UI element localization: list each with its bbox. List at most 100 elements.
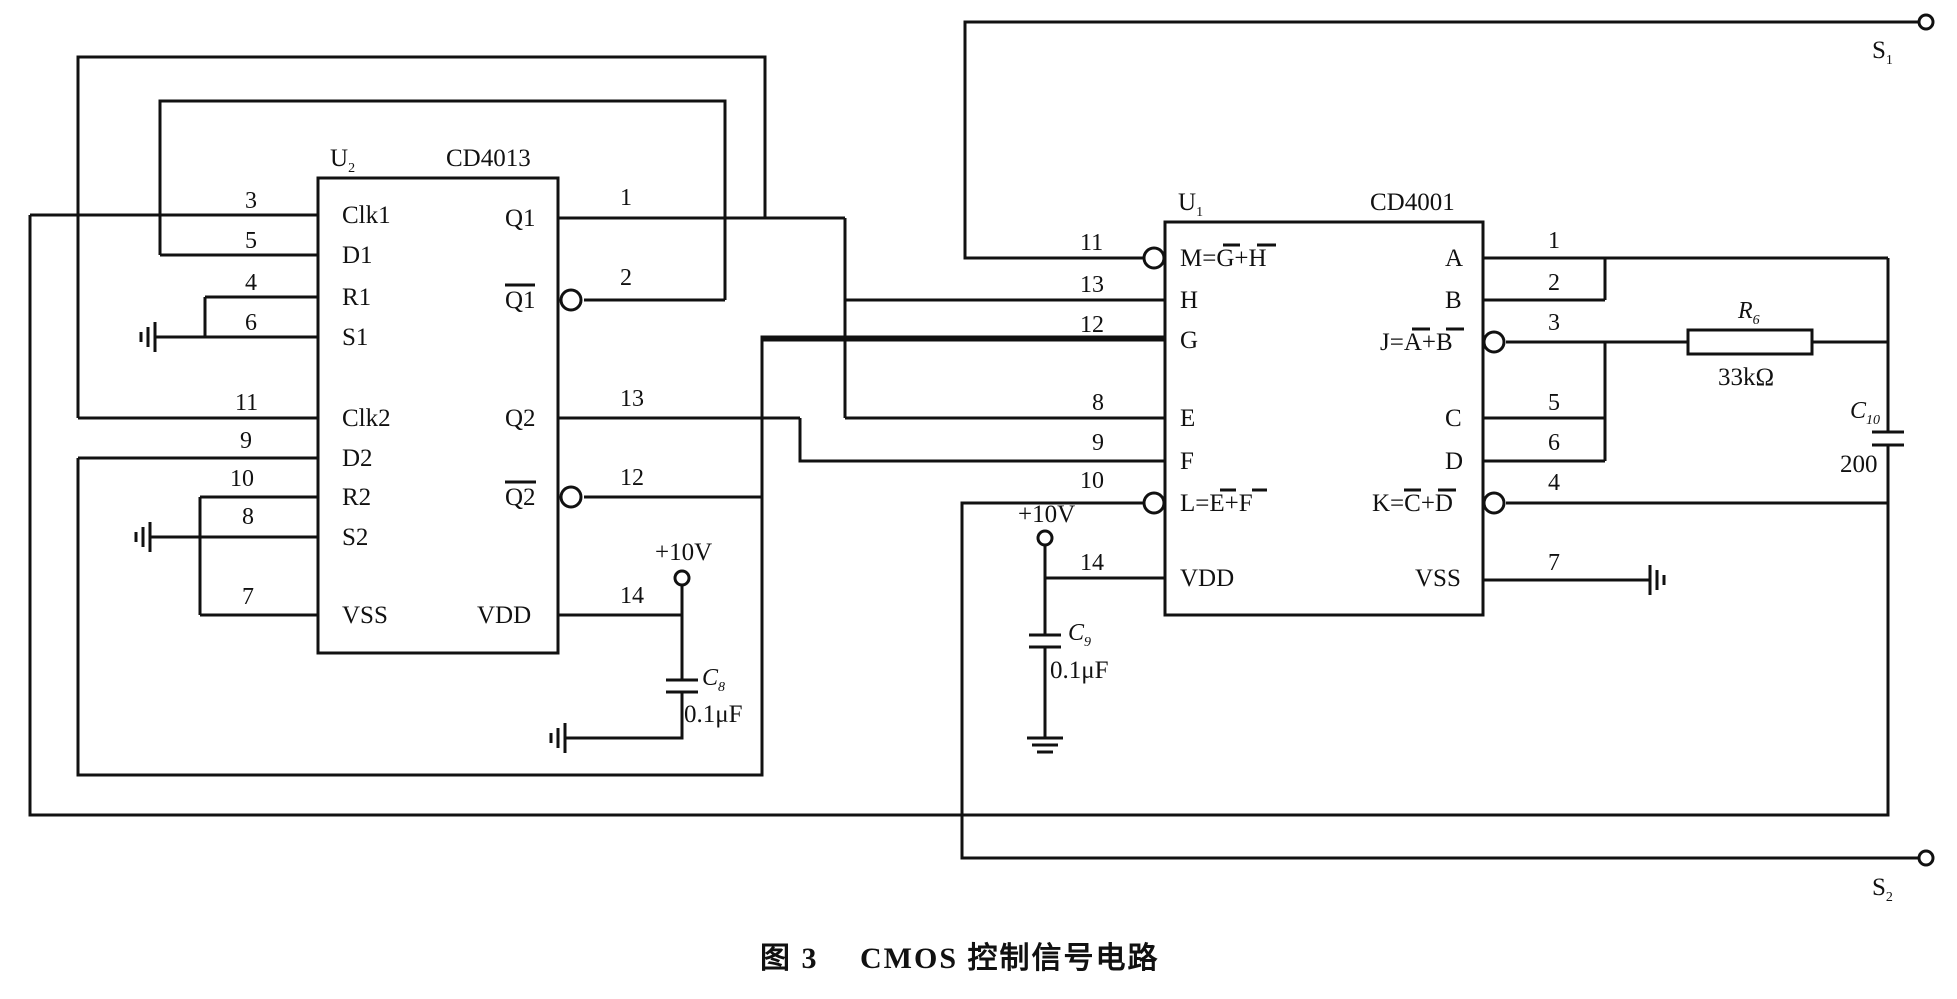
u1-m-bubble — [1142, 246, 1166, 270]
u1-pin-number: 4 — [1548, 470, 1560, 496]
c8-network — [565, 585, 698, 740]
u2-pin-number: 1 — [620, 185, 632, 211]
s2-label: S2 — [1872, 874, 1893, 905]
r6-resistor-body — [1686, 328, 1814, 356]
u1-pin-name: VDD — [1180, 565, 1234, 592]
ground-icon — [1648, 565, 1666, 595]
u1-pin-number: 3 — [1548, 310, 1560, 336]
u1-pin-number: 10 — [1080, 468, 1104, 494]
u2-pin-number: 4 — [245, 270, 257, 296]
u2-ref: U2 — [330, 145, 355, 176]
c8-value: 0.1μF — [684, 701, 743, 728]
ground-icon — [549, 723, 567, 753]
u2-pin-name: Clk2 — [342, 405, 391, 432]
u1-pin-name: D — [1445, 448, 1463, 475]
u2-pin-number: 13 — [620, 386, 644, 412]
u2-pin-number: 2 — [620, 265, 632, 291]
u1-right-pin-numbers: 1 2 3 5 6 4 7 — [1548, 228, 1560, 576]
u2-q1-bar-bubble — [559, 288, 583, 312]
u2-right-pin-names: Q1 Q1 Q2 Q2 VDD — [477, 205, 536, 629]
s1-terminal[interactable] — [1917, 13, 1935, 31]
u2-pin-name: D1 — [342, 242, 373, 269]
u2-right-pin-numbers: 1 2 13 12 14 — [620, 185, 644, 609]
u1-left-pin-names: M=G+H H G E F L=E+F VDD — [1180, 243, 1276, 592]
c10-ref: C10 — [1850, 398, 1880, 428]
u1-left-pin-numbers: 11 13 12 8 9 10 14 — [1080, 230, 1104, 576]
u2-pin-number: 3 — [245, 188, 257, 214]
u1-pin-number: 8 — [1092, 390, 1104, 416]
u1-pin-name-k: K=C+D — [1372, 490, 1453, 517]
u1-pin-name: F — [1180, 448, 1194, 475]
u2-pin-name: D2 — [342, 445, 373, 472]
u2-right-pin-leads — [558, 216, 845, 617]
u1-chip-body — [1163, 220, 1485, 617]
s1-label: S1 — [1872, 37, 1893, 68]
u1-pin-number: 13 — [1080, 272, 1104, 298]
u1-k-bubble — [1482, 491, 1506, 515]
c8-supply-terminal — [673, 569, 691, 587]
u1-ref: U1 — [1178, 189, 1203, 220]
u2-feedback-wiring — [28, 55, 1890, 817]
u2-pin-number: 10 — [230, 466, 254, 492]
u2-pin-number: 8 — [242, 504, 254, 530]
u2-pin-number: 7 — [242, 584, 254, 610]
c9-network — [1029, 545, 1061, 738]
u1-j-bubble — [1482, 330, 1506, 354]
u1-pin-number: 12 — [1080, 312, 1104, 338]
r6-value: 33kΩ — [1718, 364, 1774, 391]
u1-pin-name: VSS — [1415, 565, 1461, 592]
u1-pin-name: B — [1445, 287, 1462, 314]
c10-capacitor — [1872, 430, 1904, 447]
u1-pin-name: H — [1180, 287, 1198, 314]
u1-right-pin-leads — [1483, 256, 1890, 582]
u1-pin-number: 2 — [1548, 270, 1560, 296]
u2-pin-name: R2 — [342, 484, 371, 511]
u1-pin-number: 6 — [1548, 430, 1560, 456]
u2-left-pin-names: Clk1 D1 R1 S1 Clk2 D2 R2 S2 VSS — [342, 202, 391, 629]
u2-pin-name: Q1 — [505, 205, 536, 232]
s2-terminal[interactable] — [1917, 849, 1935, 867]
ground-icon — [134, 522, 152, 552]
u2-pin-number: 6 — [245, 310, 257, 336]
c9-ref: C9 — [1068, 620, 1091, 650]
u2-pin-name-q2-bar: Q2 — [505, 484, 536, 511]
u1-pin-number: 14 — [1080, 550, 1104, 576]
u1-part: CD4001 — [1370, 189, 1455, 216]
u2-pin-name: Q2 — [505, 405, 536, 432]
c9-supply-label: +10V — [1018, 501, 1075, 528]
u1-pin-name-m: M=G+H — [1180, 245, 1267, 272]
u1-right-pin-names: A B J=A+B C D K=C+D VSS — [1372, 245, 1464, 592]
r6-ref: R6 — [1737, 298, 1760, 328]
u1-pin-name-j: J=A+B — [1380, 329, 1453, 356]
u2-left-pin-leads — [30, 213, 318, 617]
u2-pin-name-q1-bar: Q1 — [505, 287, 536, 314]
c10-value: 200 — [1840, 451, 1878, 478]
u2-pin-name: S1 — [342, 324, 368, 351]
u2-pin-number: 9 — [240, 428, 252, 454]
u1-left-pin-leads — [762, 20, 1920, 860]
u1-l-bubble — [1142, 491, 1166, 515]
u2-pin-name: Clk1 — [342, 202, 391, 229]
u2-pin-number: 11 — [235, 390, 258, 416]
ground-icon — [1027, 736, 1063, 754]
u1-pin-name: E — [1180, 405, 1195, 432]
u1-pin-number: 5 — [1548, 390, 1560, 416]
u1-pin-name-l: L=E+F — [1180, 490, 1253, 517]
u1-pin-number: 9 — [1092, 430, 1104, 456]
u2-pin-number: 5 — [245, 228, 257, 254]
u2-pin-number: 12 — [620, 465, 644, 491]
c8-supply-label: +10V — [655, 539, 712, 566]
c9-supply-terminal — [1036, 529, 1054, 547]
u1-pin-name: C — [1445, 405, 1462, 432]
c9-value: 0.1μF — [1050, 657, 1109, 684]
u2-q2-bar-bubble — [559, 485, 583, 509]
ground-icon — [139, 322, 157, 352]
u1-pin-number: 7 — [1548, 550, 1560, 576]
c8-ref: C8 — [702, 665, 725, 695]
u2-pin-name: R1 — [342, 284, 371, 311]
u1-pin-name: G — [1180, 327, 1198, 354]
u2-chip-body — [316, 176, 560, 655]
figure-caption: 图 3 CMOS 控制信号电路 — [760, 942, 1160, 975]
u2-pin-name: S2 — [342, 524, 368, 551]
